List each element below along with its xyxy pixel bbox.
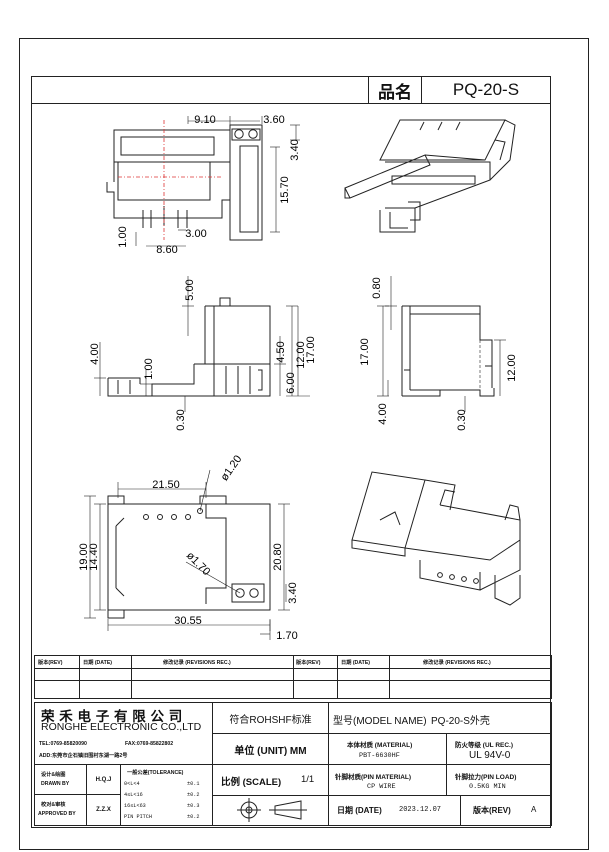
rev-header-6: 修改记录 (REVISIONS REC.): [423, 660, 491, 666]
projection-symbol: [213, 796, 329, 825]
model-value: PQ-20-S外壳: [431, 716, 490, 727]
tolerance-title: 一般公差(TOLERANCE): [127, 770, 184, 776]
rev-header-1: 版本(REV): [38, 660, 63, 666]
front-dim-6: 17.00: [305, 336, 315, 364]
front-view: 5.00 4.00 1.00 4.50 12.00 17.00 6.00 0.3…: [89, 276, 315, 431]
date-label: 日期 (DATE): [337, 806, 382, 815]
tolerance-value-4: ±0.2: [187, 814, 200, 820]
rev-label: 版本(REV): [473, 806, 511, 815]
bottom-dim-5: 20.80: [272, 543, 284, 571]
company-name-en: RONGHE ELECTRONIC CO.,LTD: [41, 721, 202, 733]
date-value: 2023.12.07: [399, 806, 442, 814]
header-divider: [31, 103, 551, 104]
bottom-dim-8: 30.55: [174, 615, 202, 627]
tolerance-value-3: ±0.3: [187, 803, 200, 809]
material-value: PBT-6630HF: [359, 752, 400, 760]
company-tel: TEL:0769-85820090: [39, 741, 87, 747]
ul-label: 防火等级 (UL REC.): [455, 742, 514, 749]
pin-load-value: 0.5KG MIN: [469, 783, 506, 791]
company-fax: FAX:0769-85822802: [125, 741, 174, 747]
tolerance-range-4: PIN PITCH: [124, 814, 153, 820]
rev-header-4: 版本(REV): [296, 660, 321, 666]
approved-by-label-en: APPROVED BY: [38, 811, 76, 817]
bottom-dim-9: 1.70: [276, 630, 297, 642]
bottom-dim-2: ø1.20: [219, 455, 245, 483]
pin-material-label: 针脚材质(PIN MATERIAL): [335, 774, 412, 781]
drawn-by-value: H.Q.J: [95, 776, 112, 783]
rev-header-2: 日期 (DATE): [83, 660, 113, 666]
tolerance-value-2: ±0.2: [187, 792, 200, 798]
company-name-cn: 荣 禾 电 子 有 限 公 司: [41, 709, 183, 724]
side-dim-4: 4.00: [377, 403, 389, 424]
scale-label: 比例 (SCALE): [221, 777, 282, 788]
drawn-by-label-cn: 设计&绘图: [41, 772, 66, 778]
bottom-dim-6: ø1.70: [184, 550, 212, 578]
iso-view-top: [344, 119, 516, 233]
name-label: 品名: [378, 82, 412, 102]
bottom-dim-7: 3.40: [287, 582, 299, 603]
top-dim-5: 3.00: [185, 228, 206, 240]
scale-value: 1/1: [301, 774, 315, 785]
rev-header-5: 日期 (DATE): [341, 660, 371, 666]
pin-material-value: CP WIRE: [367, 783, 396, 791]
front-dim-4: 4.50: [275, 341, 287, 362]
top-dim-6: 1.00: [117, 226, 129, 247]
drawing-sheet: [19, 38, 589, 850]
bottom-dim-4: 14.40: [88, 543, 100, 571]
front-dim-2: 4.00: [89, 343, 101, 364]
front-dim-8: 0.30: [175, 409, 187, 430]
top-view: 9.10 3.60 15.70 3.40 3.00 1.00 8.60: [106, 114, 301, 256]
side-dim-3: 12.00: [506, 354, 518, 382]
approved-by-value: Z.Z.X: [96, 807, 111, 813]
tolerance-range-3: 16≤L<63: [124, 803, 146, 809]
revision-table: 版本(REV) 日期 (DATE) 修改记录 (REVISIONS REC.) …: [34, 655, 552, 699]
bottom-dim-1: 21.50: [152, 479, 180, 491]
iso-view-bottom: [351, 471, 521, 606]
top-dim-3: 15.70: [279, 176, 291, 204]
drawing-frame: [31, 76, 551, 828]
rev-value: A: [531, 805, 537, 814]
material-label: 本体材质 (MATERIAL): [347, 742, 413, 749]
front-dim-5: 12.00: [295, 341, 307, 369]
unit-label: 单位 (UNIT) MM: [234, 745, 307, 757]
model-label: 型号(MODEL NAME): [333, 716, 427, 727]
tolerance-range-1: 0<L<4: [124, 781, 140, 787]
tolerance-value-1: ±0.1: [187, 781, 200, 787]
side-dim-2: 17.00: [359, 338, 371, 366]
bottom-dim-3: 19.00: [78, 543, 90, 571]
side-dim-1: 0.80: [371, 277, 383, 298]
top-dim-4: 3.40: [289, 139, 301, 160]
company-address: ADD:东莞市企石镇旧围村东湖一路2号: [39, 753, 128, 759]
front-dim-1: 5.00: [184, 279, 196, 300]
part-no-cell: PQ-20-S: [421, 76, 551, 104]
tolerance-range-2: 4≤L<16: [124, 792, 143, 798]
front-dim-7: 6.00: [285, 372, 297, 393]
side-dim-5: 0.30: [456, 409, 468, 430]
rohs-compliance: 符合ROHSHF标准: [229, 714, 312, 726]
top-dim-7: 8.60: [156, 244, 177, 256]
part-number: PQ-20-S: [452, 80, 520, 99]
bottom-view: 21.50 ø1.20 19.00 14.40 20.80 ø1.70 3.40…: [78, 455, 299, 642]
top-dim-1: 9.10: [194, 114, 215, 126]
approved-by-label-cn: 校对&审核: [41, 802, 66, 808]
top-dim-2: 3.60: [263, 114, 284, 126]
front-dim-3: 1.00: [143, 358, 155, 379]
ul-value: UL 94V-0: [469, 750, 511, 761]
name-label-cell: 品名: [368, 76, 422, 104]
drawn-by-label-en: DRAWN BY: [41, 781, 70, 787]
pin-load-label: 针脚拉力(PIN LOAD): [455, 774, 517, 781]
title-block: 荣 禾 电 子 有 限 公 司 RONGHE ELECTRONIC CO.,LT…: [34, 702, 552, 826]
side-view: 0.80 17.00 12.00 4.00 0.30: [359, 276, 518, 431]
rev-header-3: 修改记录 (REVISIONS REC.): [163, 660, 231, 666]
